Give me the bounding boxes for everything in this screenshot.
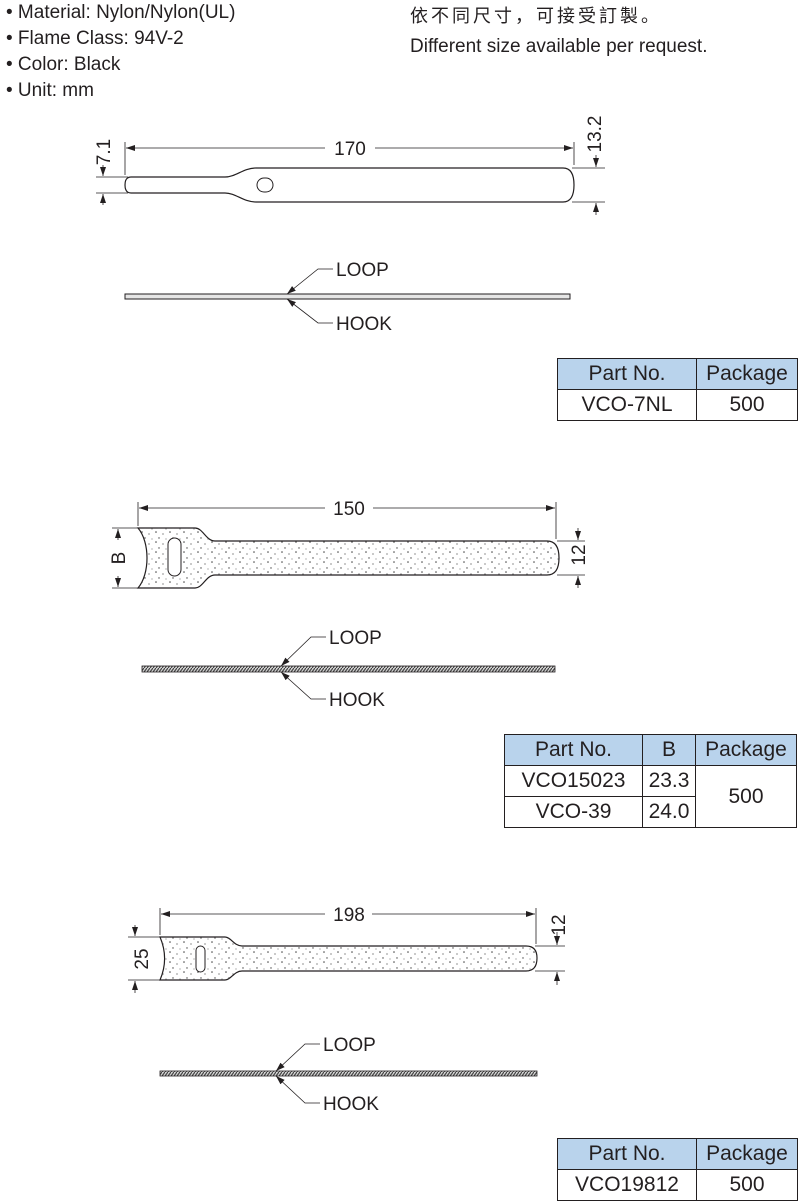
table1-package: 500 xyxy=(696,389,798,421)
table1-header-part-no: Part No. xyxy=(557,358,697,390)
fig2-strap-drawing xyxy=(136,527,560,589)
part-table-vco-7nl: Part No. Package VCO-7NL 500 xyxy=(557,358,798,421)
fig2-length-label: 150 xyxy=(333,499,365,520)
table3-header-package: Package xyxy=(696,1138,798,1170)
spec-list: • Material: Nylon/Nylon(UL) • Flame Clas… xyxy=(6,0,235,104)
table2-part-no-2: VCO-39 xyxy=(504,796,643,828)
fig1-length-label: 170 xyxy=(334,139,366,160)
fig2-width-label: 12 xyxy=(569,544,590,565)
fig1-strap-drawing xyxy=(124,167,575,203)
custom-size-note: 依不同尺寸，可接受訂製。 Different size available pe… xyxy=(410,2,707,62)
fig2-loop-label: LOOP xyxy=(329,628,382,649)
note-chinese: 依不同尺寸，可接受訂製。 xyxy=(410,6,662,27)
fig2-head-label: B xyxy=(109,552,130,565)
fig3-width-label: 12 xyxy=(549,914,570,935)
fig1-width-label: 13.2 xyxy=(585,116,606,153)
fig3-width-dimension: 12 xyxy=(535,914,570,985)
table2-header-b: B xyxy=(642,734,696,766)
table-row: VCO19812 500 xyxy=(557,1169,798,1201)
fig1-loop-label: LOOP xyxy=(336,260,389,281)
part-table-vco19812: Part No. Package VCO19812 500 xyxy=(557,1138,798,1201)
note-english: Different size available per request. xyxy=(410,36,708,57)
table1-header-package: Package xyxy=(696,358,798,390)
fig2-head-dimension: B xyxy=(109,527,140,589)
fig3-length-label: 198 xyxy=(333,905,365,926)
fig3-head-dimension: 25 xyxy=(128,925,162,993)
fig3-length-dimension: 198 xyxy=(159,905,537,944)
spec-flame-class: • Flame Class: 94V-2 xyxy=(6,28,184,49)
table-row: VCO-7NL 500 xyxy=(557,389,798,421)
table-row: VCO-39 24.0 xyxy=(504,796,797,828)
spec-material: • Material: Nylon/Nylon(UL) xyxy=(6,2,236,23)
fig3-hook-label: HOOK xyxy=(323,1094,379,1115)
fig2-hook-label: HOOK xyxy=(329,690,385,711)
spec-unit: • Unit: mm xyxy=(6,80,94,101)
table2-header-package: Package xyxy=(695,734,797,766)
table2-b-1: 23.3 xyxy=(642,765,696,797)
table3-part-no: VCO19812 xyxy=(557,1169,697,1201)
fig1-side-view: LOOP HOOK xyxy=(124,260,571,335)
fig3-loop-label: LOOP xyxy=(323,1035,376,1056)
fig3-side-view: LOOP HOOK xyxy=(159,1035,538,1115)
fig3-strap-drawing xyxy=(159,936,538,981)
fig3-head-label: 25 xyxy=(132,948,153,969)
fig1-width-dimension: 13.2 xyxy=(572,116,606,215)
table3-header-part-no: Part No. xyxy=(557,1138,697,1170)
fig2-side-view: LOOP HOOK xyxy=(141,628,556,711)
fig1-tail-label: 7.1 xyxy=(94,139,115,165)
table3-package: 500 xyxy=(696,1169,798,1201)
table1-part-no: VCO-7NL xyxy=(557,389,697,421)
spec-color: • Color: Black xyxy=(6,54,121,75)
fig2-length-dimension: 150 xyxy=(137,499,557,539)
table-row: VCO15023 23.3 500 xyxy=(504,765,797,828)
table2-b-2: 24.0 xyxy=(642,796,696,828)
table2-part-no-1: VCO15023 xyxy=(504,765,643,797)
table2-header-part-no: Part No. xyxy=(504,734,643,766)
fig2-width-dimension: 12 xyxy=(557,528,590,588)
fig1-tail-dimension: 7.1 xyxy=(94,139,128,205)
fig1-hook-label: HOOK xyxy=(336,314,392,335)
fig1-length-dimension: 170 xyxy=(124,139,575,175)
part-table-vco15023: Part No. B Package VCO15023 23.3 500 VCO… xyxy=(504,734,797,828)
table2-package: 500 xyxy=(695,765,797,828)
